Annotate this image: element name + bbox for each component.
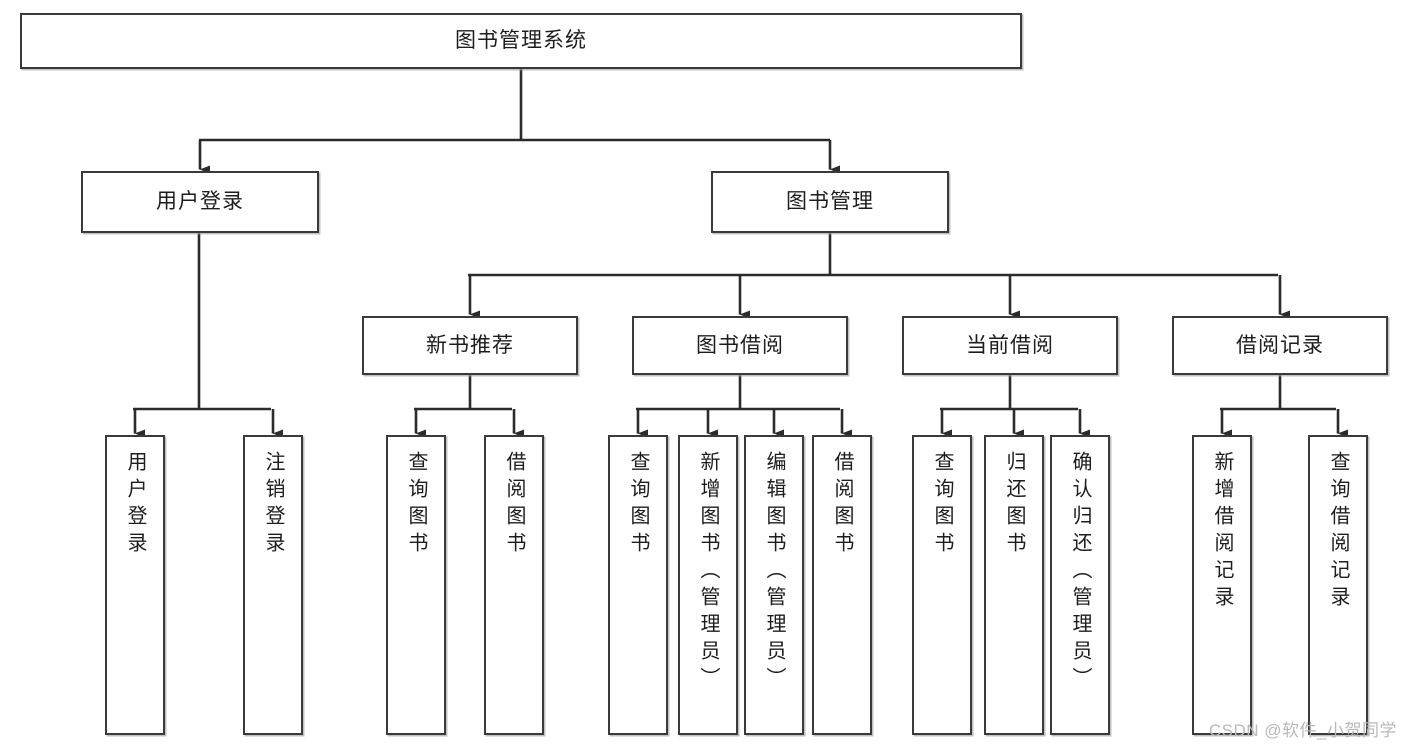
node-leaf-borrow-lend[interactable]: 借阅图书 [812, 435, 872, 735]
node-label: 新增借阅记录 [1211, 451, 1233, 613]
node-leaf-cur-return[interactable]: 归还图书 [984, 435, 1044, 735]
node-label: 图书管理系统 [455, 29, 587, 53]
connector-lines [133, 69, 1349, 438]
node-leaf-borrow-edit[interactable]: 编辑图书（管理员） [744, 435, 804, 735]
node-label: 借阅记录 [1236, 333, 1324, 357]
node-leaf-borrow-search[interactable]: 查询图书 [608, 435, 668, 735]
node-label: 查询借阅记录 [1327, 451, 1349, 613]
node-label: 用户登录 [124, 451, 146, 559]
node-book-manage[interactable]: 图书管理 [711, 171, 949, 233]
node-label: 注销登录 [262, 451, 284, 559]
node-current-borrow[interactable]: 当前借阅 [902, 316, 1118, 375]
node-leaf-cur-confirm[interactable]: 确认归还（管理员） [1050, 435, 1110, 735]
node-label: 新增图书（管理员） [697, 451, 719, 694]
node-leaf-rec-add[interactable]: 新增借阅记录 [1192, 435, 1252, 735]
node-user-login[interactable]: 用户登录 [81, 171, 319, 233]
node-label: 借阅图书 [831, 451, 853, 559]
node-leaf-borrow-add[interactable]: 新增图书（管理员） [678, 435, 738, 735]
node-label: 编辑图书（管理员） [763, 451, 785, 694]
node-label: 查询图书 [405, 451, 427, 559]
node-label: 查询图书 [627, 451, 649, 559]
node-book-borrow[interactable]: 图书借阅 [632, 316, 848, 375]
node-label: 借阅图书 [503, 451, 525, 559]
node-root[interactable]: 图书管理系统 [20, 13, 1022, 69]
node-label: 图书管理 [786, 190, 874, 214]
node-label: 确认归还（管理员） [1069, 451, 1091, 694]
node-leaf-rec-search[interactable]: 查询图书 [386, 435, 446, 735]
node-label: 查询图书 [931, 451, 953, 559]
node-leaf-user-logout[interactable]: 注销登录 [243, 435, 303, 735]
node-new-book-rec[interactable]: 新书推荐 [362, 316, 578, 375]
node-label: 当前借阅 [966, 333, 1054, 357]
node-label: 图书借阅 [696, 333, 784, 357]
watermark: CSDN @软件_小贺同学 [1208, 721, 1397, 740]
node-label: 归还图书 [1003, 451, 1025, 559]
node-leaf-rec-query[interactable]: 查询借阅记录 [1308, 435, 1368, 735]
node-leaf-cur-search[interactable]: 查询图书 [912, 435, 972, 735]
node-label: 用户登录 [156, 190, 244, 214]
node-label: 新书推荐 [426, 333, 514, 357]
node-leaf-rec-borrow[interactable]: 借阅图书 [484, 435, 544, 735]
node-borrow-record[interactable]: 借阅记录 [1172, 316, 1388, 375]
node-leaf-user-login[interactable]: 用户登录 [105, 435, 165, 735]
